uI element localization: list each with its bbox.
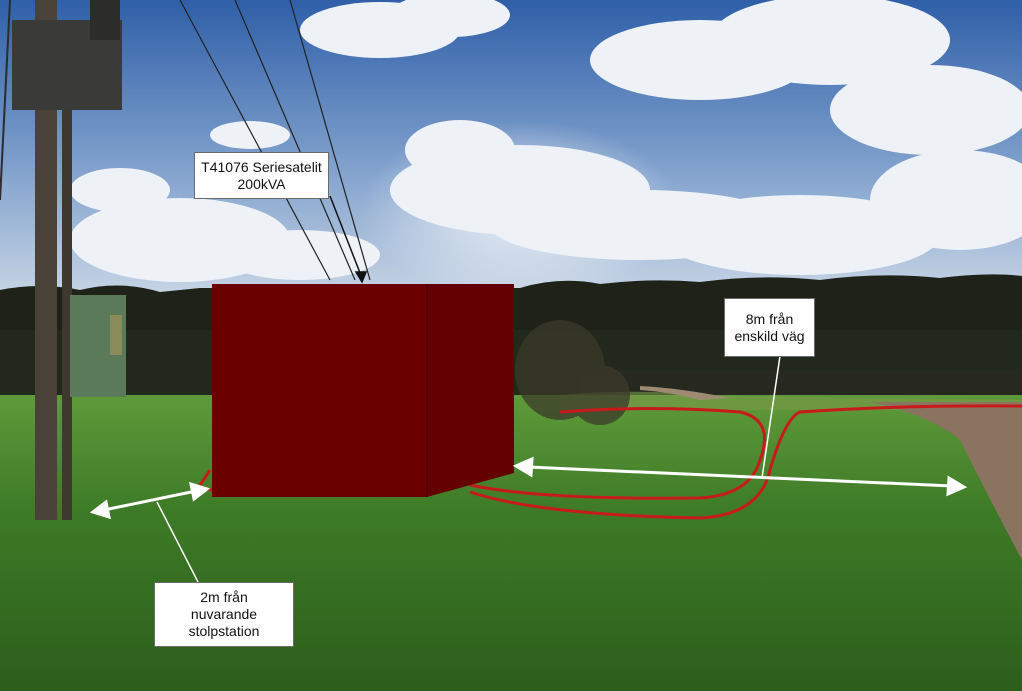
pole-distance-line1: 2m från — [200, 589, 248, 605]
power-lines — [179, 0, 371, 281]
transformer-box — [212, 284, 514, 497]
transformer-label: T41076 Seriesatelit 200kVA — [194, 152, 329, 199]
power-pole — [0, 0, 126, 520]
callout-pointers — [156, 195, 781, 583]
road-distance-line2: enskild väg — [734, 327, 805, 344]
distance-arrow-pole — [89, 481, 211, 520]
transformer-label-line2: 200kVA — [237, 175, 286, 192]
road-distance-line1: 8m från — [745, 310, 794, 327]
transformer-label-line1: T41076 Seriesatelit — [201, 158, 322, 175]
pole-distance-line2: nuvarande — [190, 606, 258, 622]
pole-distance-line3: stolpstation — [188, 623, 260, 639]
road-distance-label: 8m från enskild väg — [724, 298, 815, 357]
pole-distance-label: 2m från nuvarande stolpstation — [154, 582, 294, 647]
gravel-road — [870, 402, 1022, 560]
clouds — [70, 0, 1022, 282]
distance-arrow-road — [512, 456, 968, 497]
